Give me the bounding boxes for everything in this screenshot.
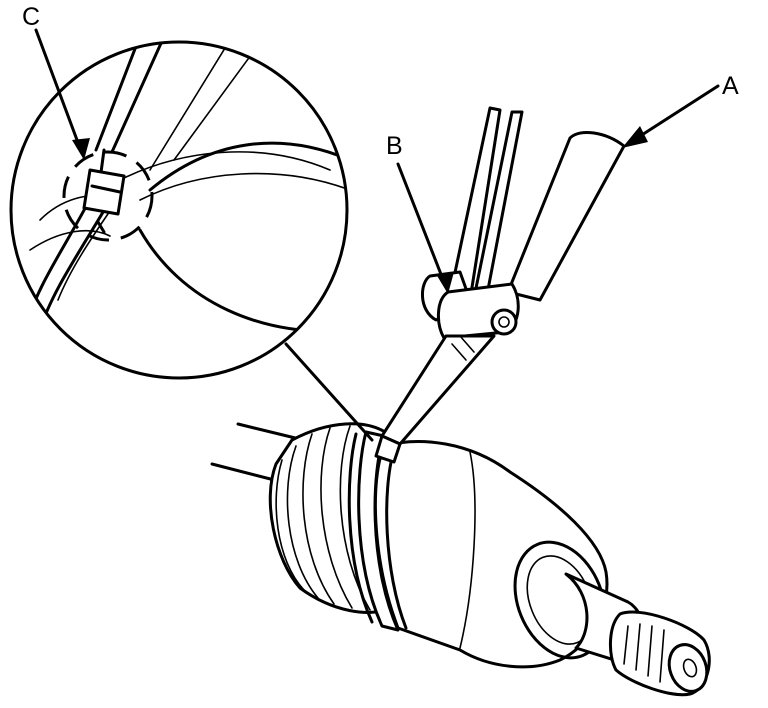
label-b: B <box>386 132 403 160</box>
detail-magnifier <box>9 40 349 380</box>
label-c: C <box>22 3 40 31</box>
detail-leader-line <box>284 342 374 442</box>
band-pliers <box>374 106 626 464</box>
callout-arrow-a <box>622 84 720 148</box>
label-a: A <box>722 72 739 100</box>
callout-arrow-c <box>34 28 90 160</box>
callout-arrow-b <box>396 162 454 294</box>
highlight-dashed-circle <box>62 150 154 242</box>
splined-shaft <box>564 572 711 697</box>
joint-housing <box>373 440 609 669</box>
